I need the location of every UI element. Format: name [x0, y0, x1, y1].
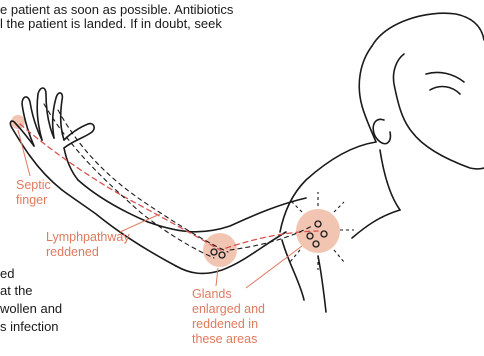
callout-line: Septic [16, 178, 51, 193]
septic-finger-label: Septic finger [16, 178, 51, 208]
eye [430, 87, 460, 94]
forearm-top [78, 180, 148, 222]
callout-line: finger [16, 193, 51, 208]
callout-line: Glands [192, 287, 265, 302]
chest [352, 210, 400, 238]
finger-1 [53, 93, 64, 140]
head-outline [372, 13, 484, 46]
callout-line: enlarged and [192, 302, 265, 317]
face-profile [393, 54, 484, 169]
callout-line: Lymphpathway [46, 230, 130, 245]
neck [380, 150, 400, 210]
man-figure [280, 13, 484, 312]
callout-pointers [18, 130, 302, 288]
upper-arm-top [148, 198, 306, 232]
arm-upper-back [282, 240, 304, 300]
lymph-pathway-label: Lymphpathway reddened [46, 230, 130, 260]
eyebrow [426, 72, 464, 82]
callout-line: reddened in [192, 317, 265, 332]
arm-upper-front [318, 256, 326, 312]
finger-2 [37, 88, 54, 140]
callout-line: these areas [192, 332, 265, 347]
callout-line: reddened [46, 245, 130, 260]
glands-label: Glands enlarged and reddened in these ar… [192, 287, 265, 347]
finger-3 [22, 97, 42, 146]
